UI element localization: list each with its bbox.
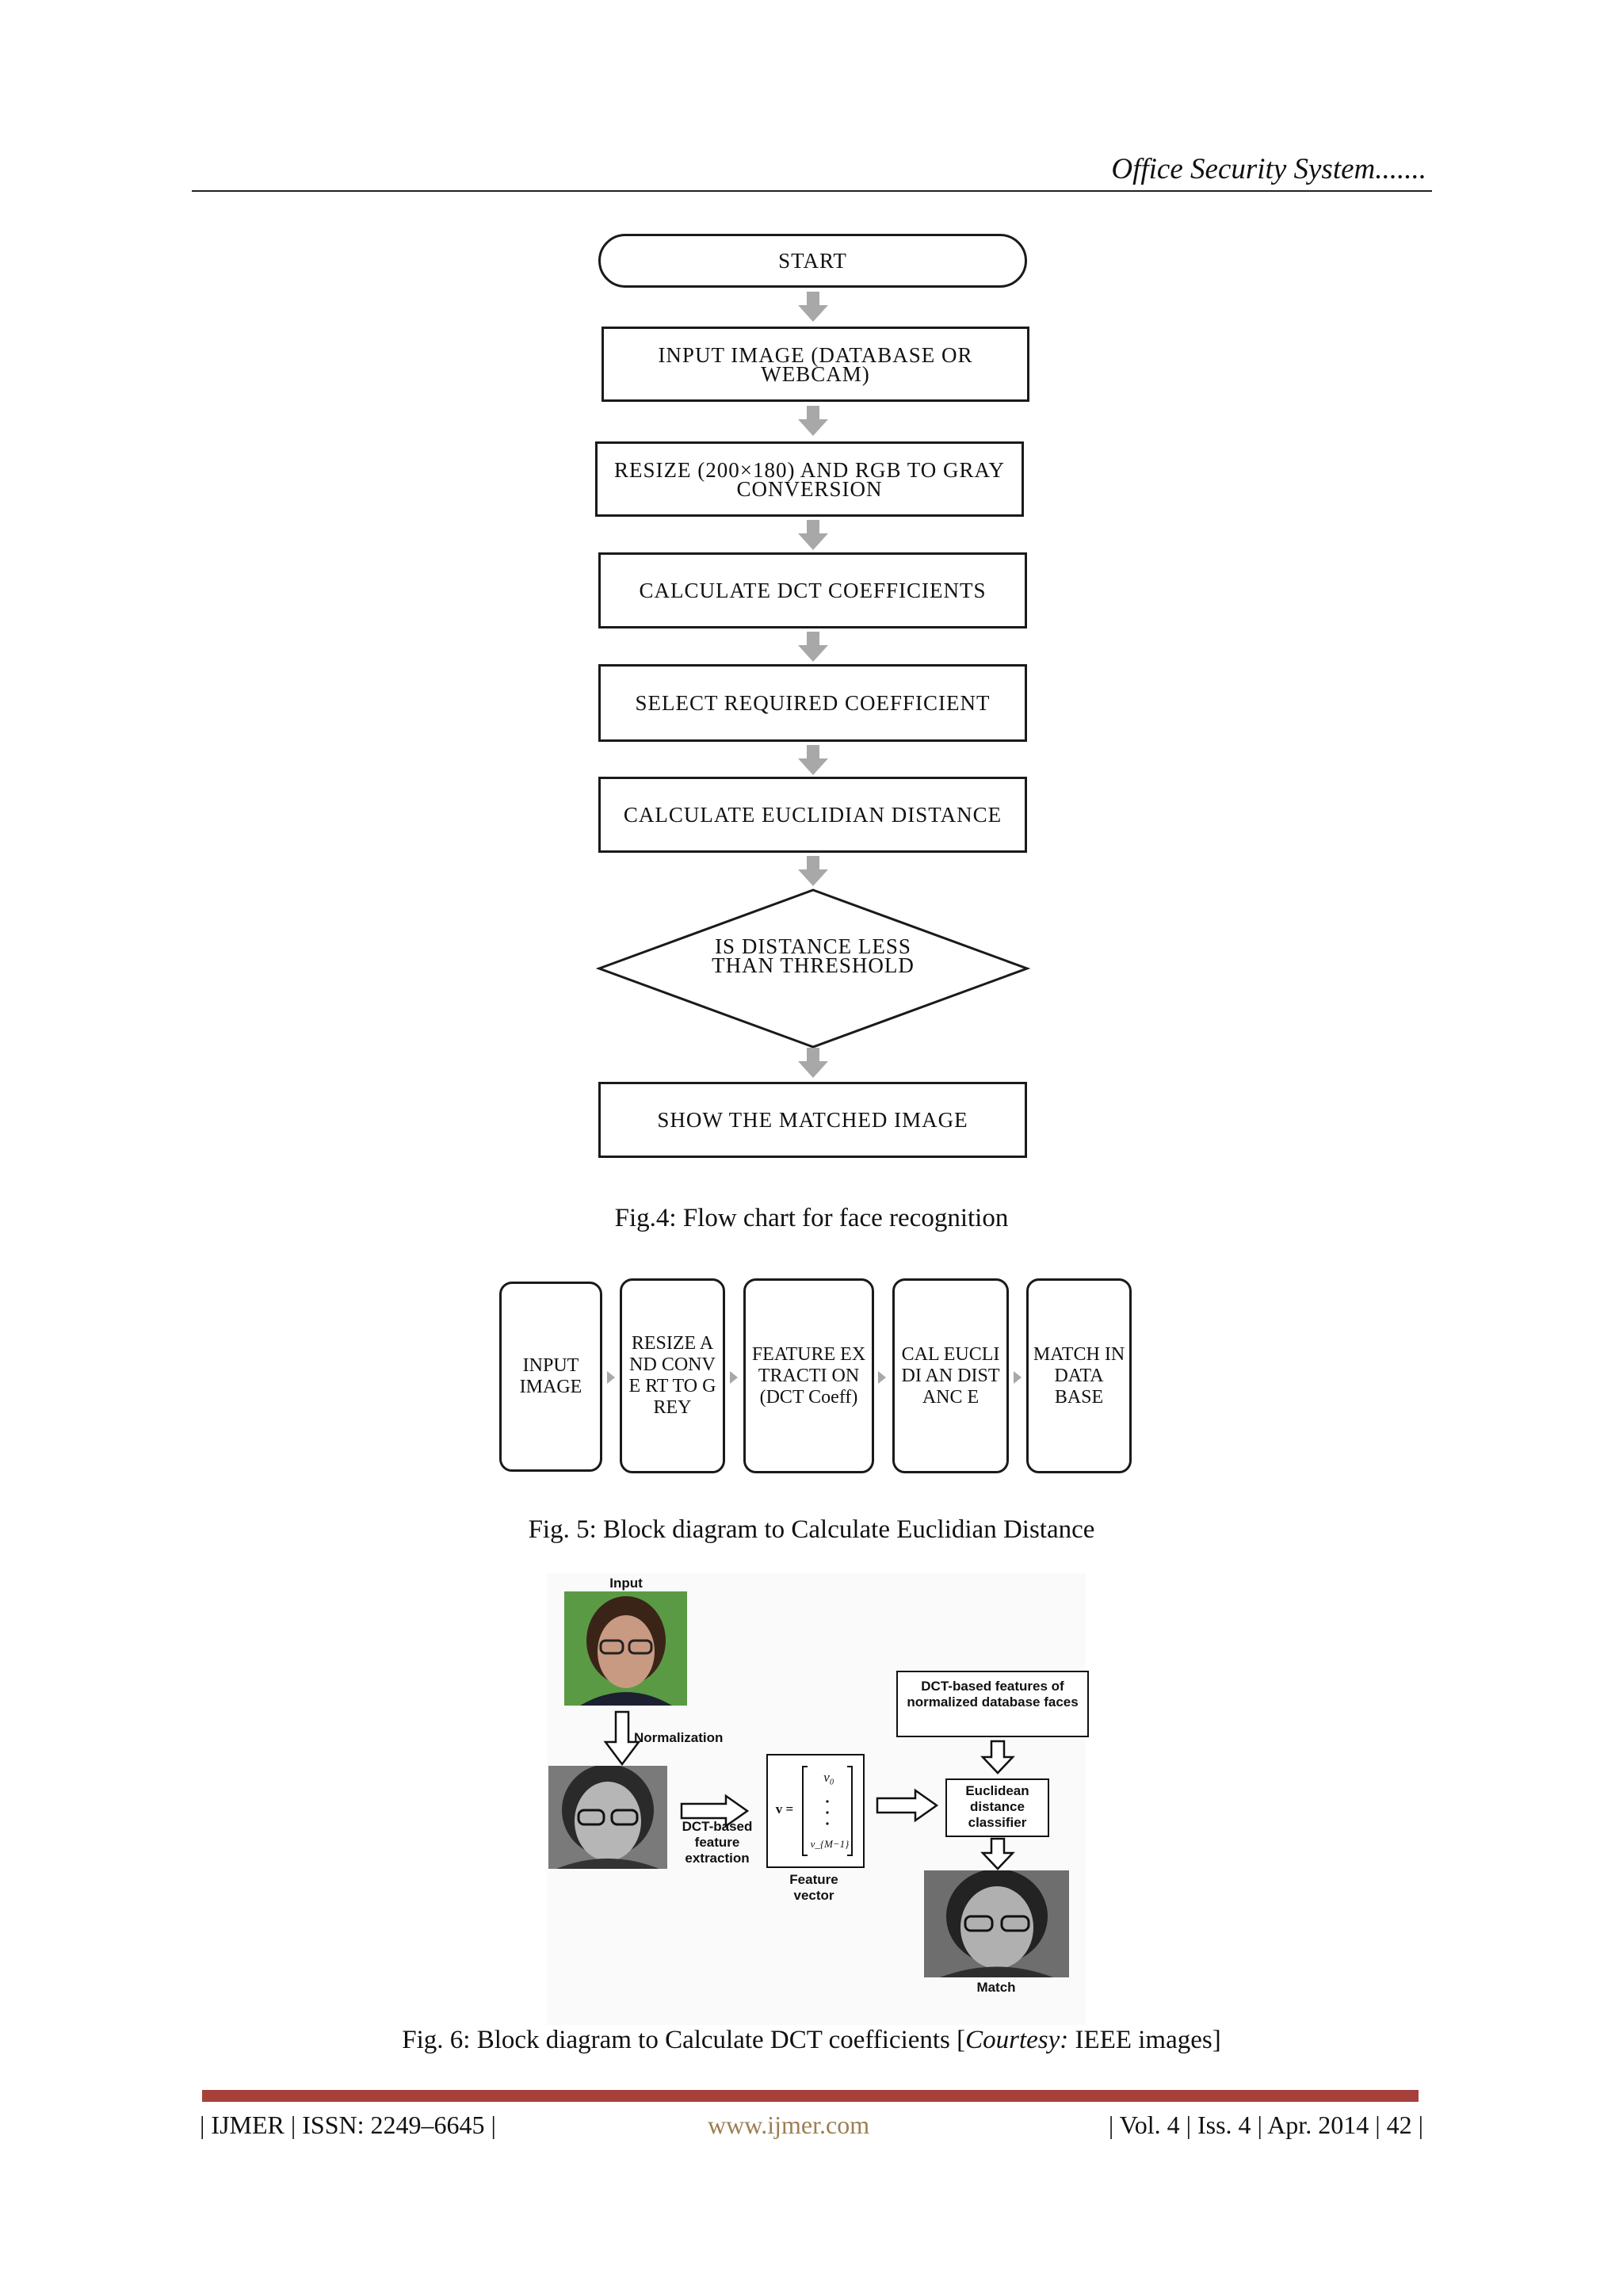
normalized-face-image [548,1766,667,1869]
database-features-box: DCT-based features of normalized databas… [896,1671,1089,1737]
euclidean-classifier-label: Euclidean distance classifier [965,1783,1029,1830]
footer-volume: | Vol. 4 | Iss. 4 | Apr. 2014 | 42 | [1108,2111,1423,2139]
fig6-caption: Fig. 6: Block diagram to Calculate DCT c… [301,2026,1322,2055]
down-arrow-icon [798,856,828,886]
feature-vector-label: Feature vector [789,1872,838,1903]
match-label: Match [976,1980,1016,1995]
footer-bar [202,2090,1419,2102]
hollow-down-arrow-icon [603,1710,641,1766]
footer-journal: | IJMER | ISSN: 2249–6645 | [200,2111,496,2139]
fig4-caption: Fig.4: Flow chart for face recognition [614,1204,1009,1232]
block-match-database: MATCH IN DATA BASE [1026,1278,1132,1473]
right-arrow-icon [878,1371,886,1384]
matrix-brackets [802,1766,853,1856]
database-features-label: DCT-based features of normalized databas… [907,1679,1079,1710]
fig5-caption: Fig. 5: Block diagram to Calculate Eucli… [528,1515,1095,1544]
input-label: Input [609,1576,643,1591]
hollow-down-arrow-icon [980,1740,1015,1775]
block-feature-extraction: FEATURE EXTRACTI ON(DCT Coeff) [743,1278,874,1473]
flow-decision-diamond [596,888,1030,1049]
header-rule [192,190,1432,192]
block-cal-euclidian: CAL EUCLIDI AN DISTANC E [892,1278,1009,1473]
flow-input-image: INPUT IMAGE (DATABASE OR WEBCAM) [601,327,1029,402]
footer-website-link[interactable]: www.ijmer.com [708,2111,870,2139]
down-arrow-icon [798,520,828,550]
down-arrow-icon [798,1048,828,1078]
flow-start: START [598,234,1027,288]
flow-resize: RESIZE (200×180) AND RGB TO GRAY CONVERS… [595,441,1024,517]
flow-show-matched: SHOW THE MATCHED IMAGE [598,1082,1027,1158]
block-input-image: INPUT IMAGE [499,1282,602,1472]
input-face-image [564,1591,687,1706]
normalization-label: Normalization [634,1730,724,1745]
right-arrow-icon [1014,1371,1022,1384]
vector-bottom-element: v_{M−1} [810,1838,850,1850]
euclidean-classifier-box: Euclidean distance classifier [945,1778,1049,1837]
down-arrow-icon [798,406,828,436]
flow-calc-dct: CALCULATE DCT COEFFICIENTS [598,552,1027,628]
right-arrow-icon [607,1371,615,1384]
vector-top-element: v₀ [823,1770,834,1785]
hollow-right-arrow-icon [680,1794,750,1828]
flow-decision-text: IS DISTANCE LESS THAN THRESHOLD [712,934,915,977]
down-arrow-icon [798,632,828,662]
flow-select-coeff: SELECT REQUIRED COEFFICIENT [598,664,1027,742]
running-header: Office Security System....... [1111,153,1426,185]
block-resize-grey: RESIZE AND CONVE RT TO GREY [620,1278,725,1473]
down-arrow-icon [798,292,828,322]
fig6-caption-suffix: IEEE images] [1068,2026,1221,2054]
fig6-caption-prefix: Fig. 6: Block diagram to Calculate DCT c… [402,2026,966,2054]
feature-vector-box: v = v₀ v_{M−1} [766,1754,865,1868]
hollow-right-arrow-icon [876,1788,939,1823]
fig6-caption-courtesy: Courtesy: [965,2026,1069,2054]
flow-calc-euclidian: CALCULATE EUCLIDIAN DISTANCE [598,777,1027,853]
vector-eq: v = [775,1801,794,1817]
right-arrow-icon [730,1371,738,1384]
dct-extraction-label: DCT-based feature extraction [682,1819,753,1866]
down-arrow-icon [798,745,828,775]
hollow-down-arrow-icon [980,1837,1015,1870]
matched-face-image [924,1870,1069,1977]
